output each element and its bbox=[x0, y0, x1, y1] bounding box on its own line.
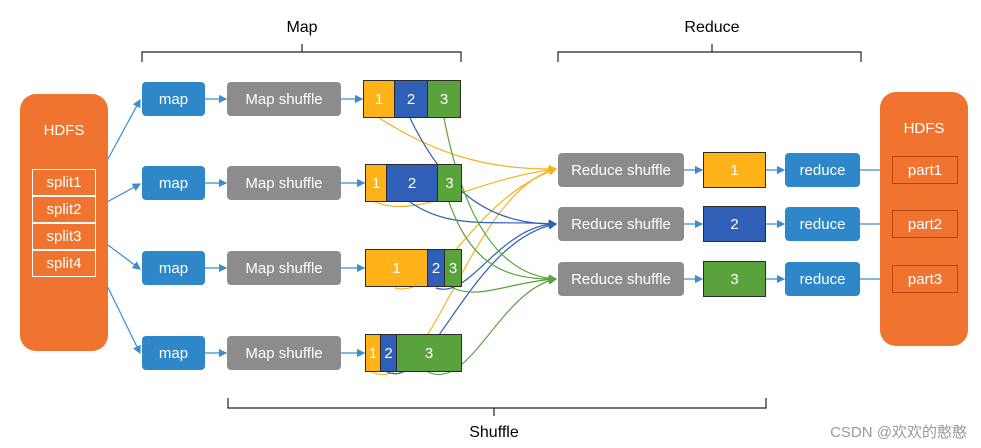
hdfs-output-title: HDFS bbox=[903, 120, 945, 137]
reduce-box: reduce bbox=[785, 153, 860, 187]
reduce-partition-2: 2 bbox=[703, 206, 766, 242]
partition-segment-2: 2 bbox=[427, 249, 445, 287]
reduce-shuffle-box: Reduce shuffle bbox=[558, 153, 684, 187]
map-box: map bbox=[142, 336, 205, 370]
map-shuffle-box: Map shuffle bbox=[227, 82, 341, 116]
part-3: part3 bbox=[892, 265, 958, 293]
reduce-box: reduce bbox=[785, 207, 860, 241]
reduce-section-label: Reduce bbox=[684, 19, 740, 36]
split-4: split4 bbox=[32, 250, 96, 277]
part-2: part2 bbox=[892, 210, 958, 238]
part-1: part1 bbox=[892, 156, 958, 184]
hdfs-input-title: HDFS bbox=[43, 122, 85, 139]
reduce-brace bbox=[557, 44, 862, 62]
shuffle-section-label: Shuffle bbox=[469, 424, 519, 441]
partition-segment-2: 2 bbox=[380, 334, 397, 372]
partition-segment-2: 2 bbox=[386, 164, 438, 202]
split-1: split1 bbox=[32, 169, 96, 196]
reduce-partition-1: 1 bbox=[703, 152, 766, 188]
map-shuffle-box: Map shuffle bbox=[227, 336, 341, 370]
reduce-partition-3: 3 bbox=[703, 261, 766, 297]
map-shuffle-box: Map shuffle bbox=[227, 166, 341, 200]
shuffle-brace bbox=[227, 398, 767, 416]
split-2: split2 bbox=[32, 196, 96, 223]
partition-segment-1: 1 bbox=[363, 80, 395, 118]
split-3: split3 bbox=[32, 223, 96, 250]
map-brace bbox=[141, 44, 462, 62]
partition-segment-2: 2 bbox=[394, 80, 428, 118]
watermark: CSDN @欢欢的憨憨 bbox=[830, 424, 967, 441]
reduce-box: reduce bbox=[785, 262, 860, 296]
map-shuffle-box: Map shuffle bbox=[227, 251, 341, 285]
partition-segment-3: 3 bbox=[396, 334, 462, 372]
partition-segment-3: 3 bbox=[427, 80, 461, 118]
map-box: map bbox=[142, 82, 205, 116]
reduce-shuffle-box: Reduce shuffle bbox=[558, 262, 684, 296]
reduce-shuffle-box: Reduce shuffle bbox=[558, 207, 684, 241]
partition-segment-1: 1 bbox=[365, 164, 387, 202]
partition-segment-1: 1 bbox=[365, 249, 428, 287]
partition-segment-1: 1 bbox=[365, 334, 381, 372]
partition-segment-3: 3 bbox=[437, 164, 462, 202]
map-box: map bbox=[142, 251, 205, 285]
map-box: map bbox=[142, 166, 205, 200]
map-section-label: Map bbox=[286, 19, 318, 36]
partition-segment-3: 3 bbox=[444, 249, 462, 287]
